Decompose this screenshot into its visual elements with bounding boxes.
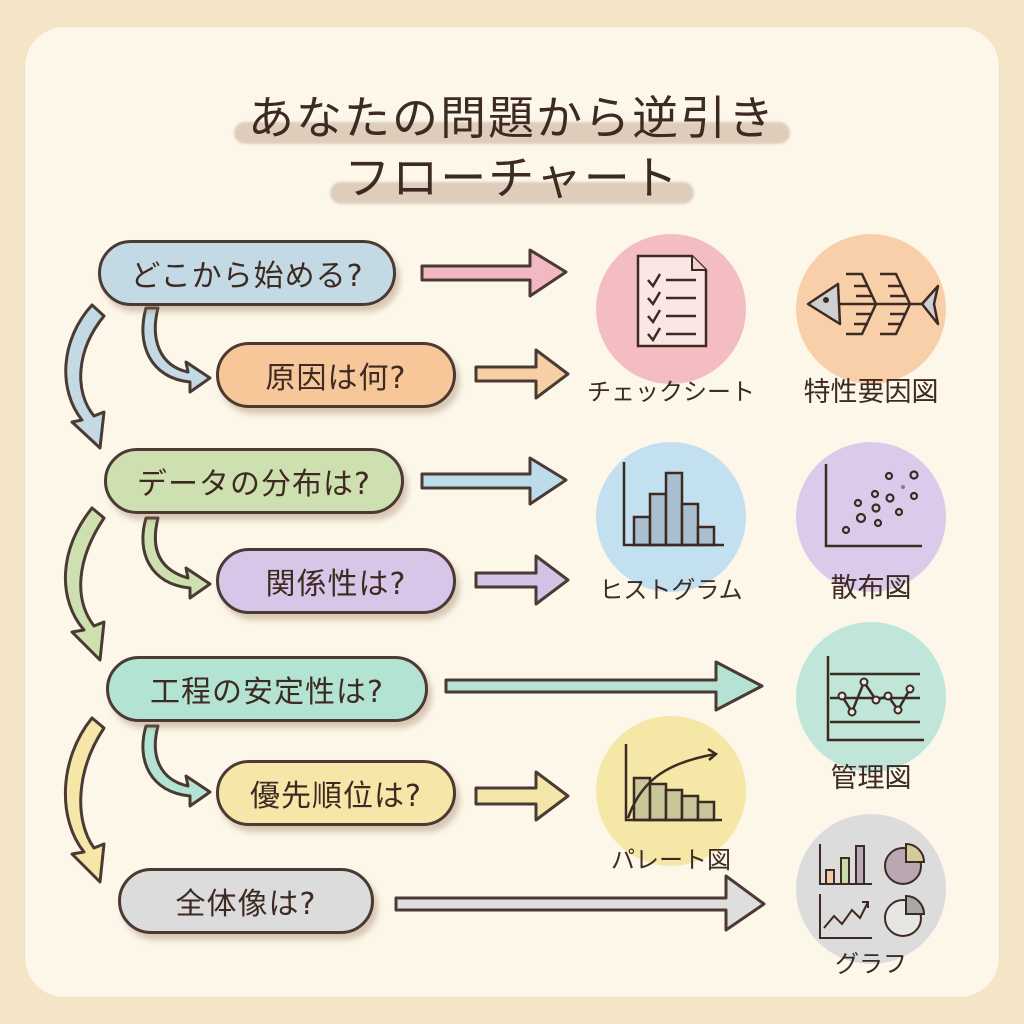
histogram-icon	[622, 462, 724, 547]
sub-arrow-distribution-to-relationship	[141, 516, 212, 600]
tool-graph-label: グラフ	[835, 950, 907, 978]
question-start[interactable]: どこから始める?	[98, 240, 396, 306]
question-stability[interactable]: 工程の安定性は?	[106, 656, 428, 722]
question-cause[interactable]: 原因は何?	[216, 342, 456, 408]
tool-scatter-label: 散布図	[830, 573, 912, 604]
arrow-to-pareto	[474, 770, 570, 822]
arrow-to-check-sheet	[420, 248, 568, 298]
question-distribution[interactable]: データの分布は?	[104, 448, 404, 514]
tool-pareto-label: パレート図	[611, 846, 731, 874]
curve-arrow-distribution-to-stability	[64, 506, 106, 662]
curve-arrow-start-to-distribution	[64, 303, 106, 450]
tool-scatter-circle[interactable]	[796, 442, 946, 592]
page-title-line-2: フローチャート	[0, 142, 1024, 208]
sub-arrow-start-to-cause	[141, 306, 212, 394]
pareto-chart-icon	[624, 744, 722, 822]
page-title-line-1: あなたの問題から逆引き	[0, 82, 1024, 148]
arrow-to-control-chart	[444, 660, 764, 712]
tool-histogram-label: ヒストグラム	[599, 576, 743, 604]
fishbone-icon	[806, 272, 940, 336]
tool-control-chart-label: 管理図	[830, 763, 912, 794]
curve-arrow-stability-to-overview	[63, 716, 106, 884]
question-priority[interactable]: 優先順位は?	[216, 760, 456, 826]
sub-arrow-stability-to-priority	[141, 724, 212, 808]
tool-check-sheet-label: チェックシート	[587, 378, 755, 406]
tool-fishbone-label: 特性要因図	[803, 377, 939, 408]
arrow-to-scatter	[474, 554, 570, 606]
question-relationship[interactable]: 関係性は?	[216, 548, 456, 614]
arrow-to-graph	[394, 874, 766, 932]
scatter-plot-icon	[824, 464, 922, 548]
control-chart-icon	[826, 656, 924, 742]
arrow-to-histogram	[420, 456, 568, 506]
question-overview[interactable]: 全体像は?	[118, 868, 374, 934]
arrow-to-fishbone	[474, 348, 570, 400]
checklist-icon	[636, 254, 708, 348]
graphs-icon	[819, 842, 926, 939]
